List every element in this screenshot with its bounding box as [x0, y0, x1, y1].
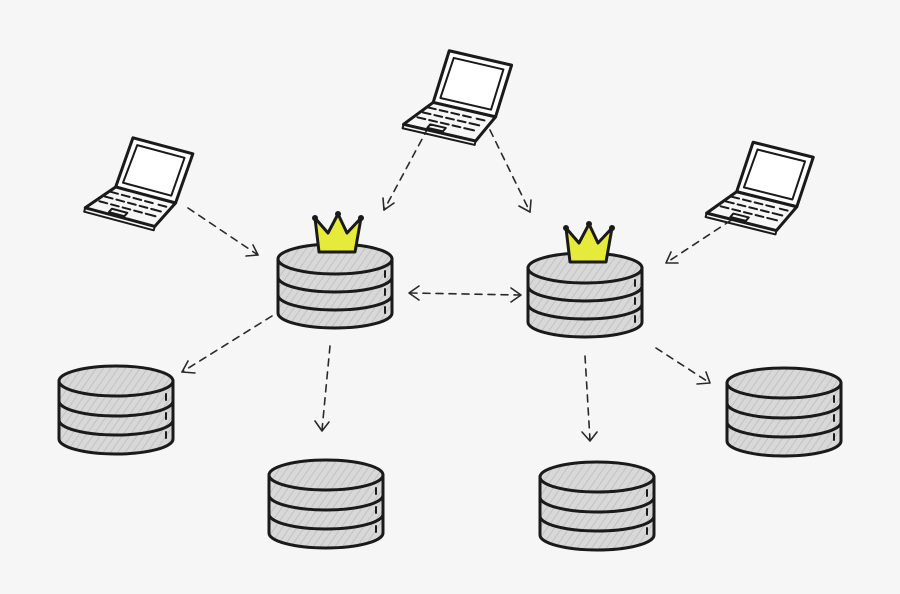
- edge-primary-left-to-replica-far-left: [181, 315, 273, 374]
- laptop-icon: [704, 140, 815, 236]
- edge-primary-left-primary-right: [408, 285, 522, 303]
- edge-primary-right-to-replica-far-right: [655, 347, 711, 385]
- database-icon: [538, 460, 656, 552]
- database-icon: [267, 458, 385, 550]
- crowned-database-icon: [276, 242, 394, 330]
- crown-icon: [563, 221, 615, 264]
- laptop-icon: [83, 136, 195, 232]
- database-icon: [57, 364, 175, 456]
- edge-primary-left-to-replica-center-left: [314, 345, 331, 432]
- laptop-icon: [401, 49, 514, 146]
- edge-primary-right-to-replica-center-right: [581, 355, 598, 442]
- edge-client-right-to-primary-right: [665, 212, 743, 264]
- edge-client-left-to-primary-left: [187, 207, 259, 257]
- crown-icon: [312, 211, 364, 254]
- database-icon: [725, 366, 843, 458]
- edge-client-top-to-primary-left: [382, 127, 429, 211]
- crowned-database-icon: [526, 251, 644, 339]
- edge-client-top-to-primary-right: [489, 129, 532, 213]
